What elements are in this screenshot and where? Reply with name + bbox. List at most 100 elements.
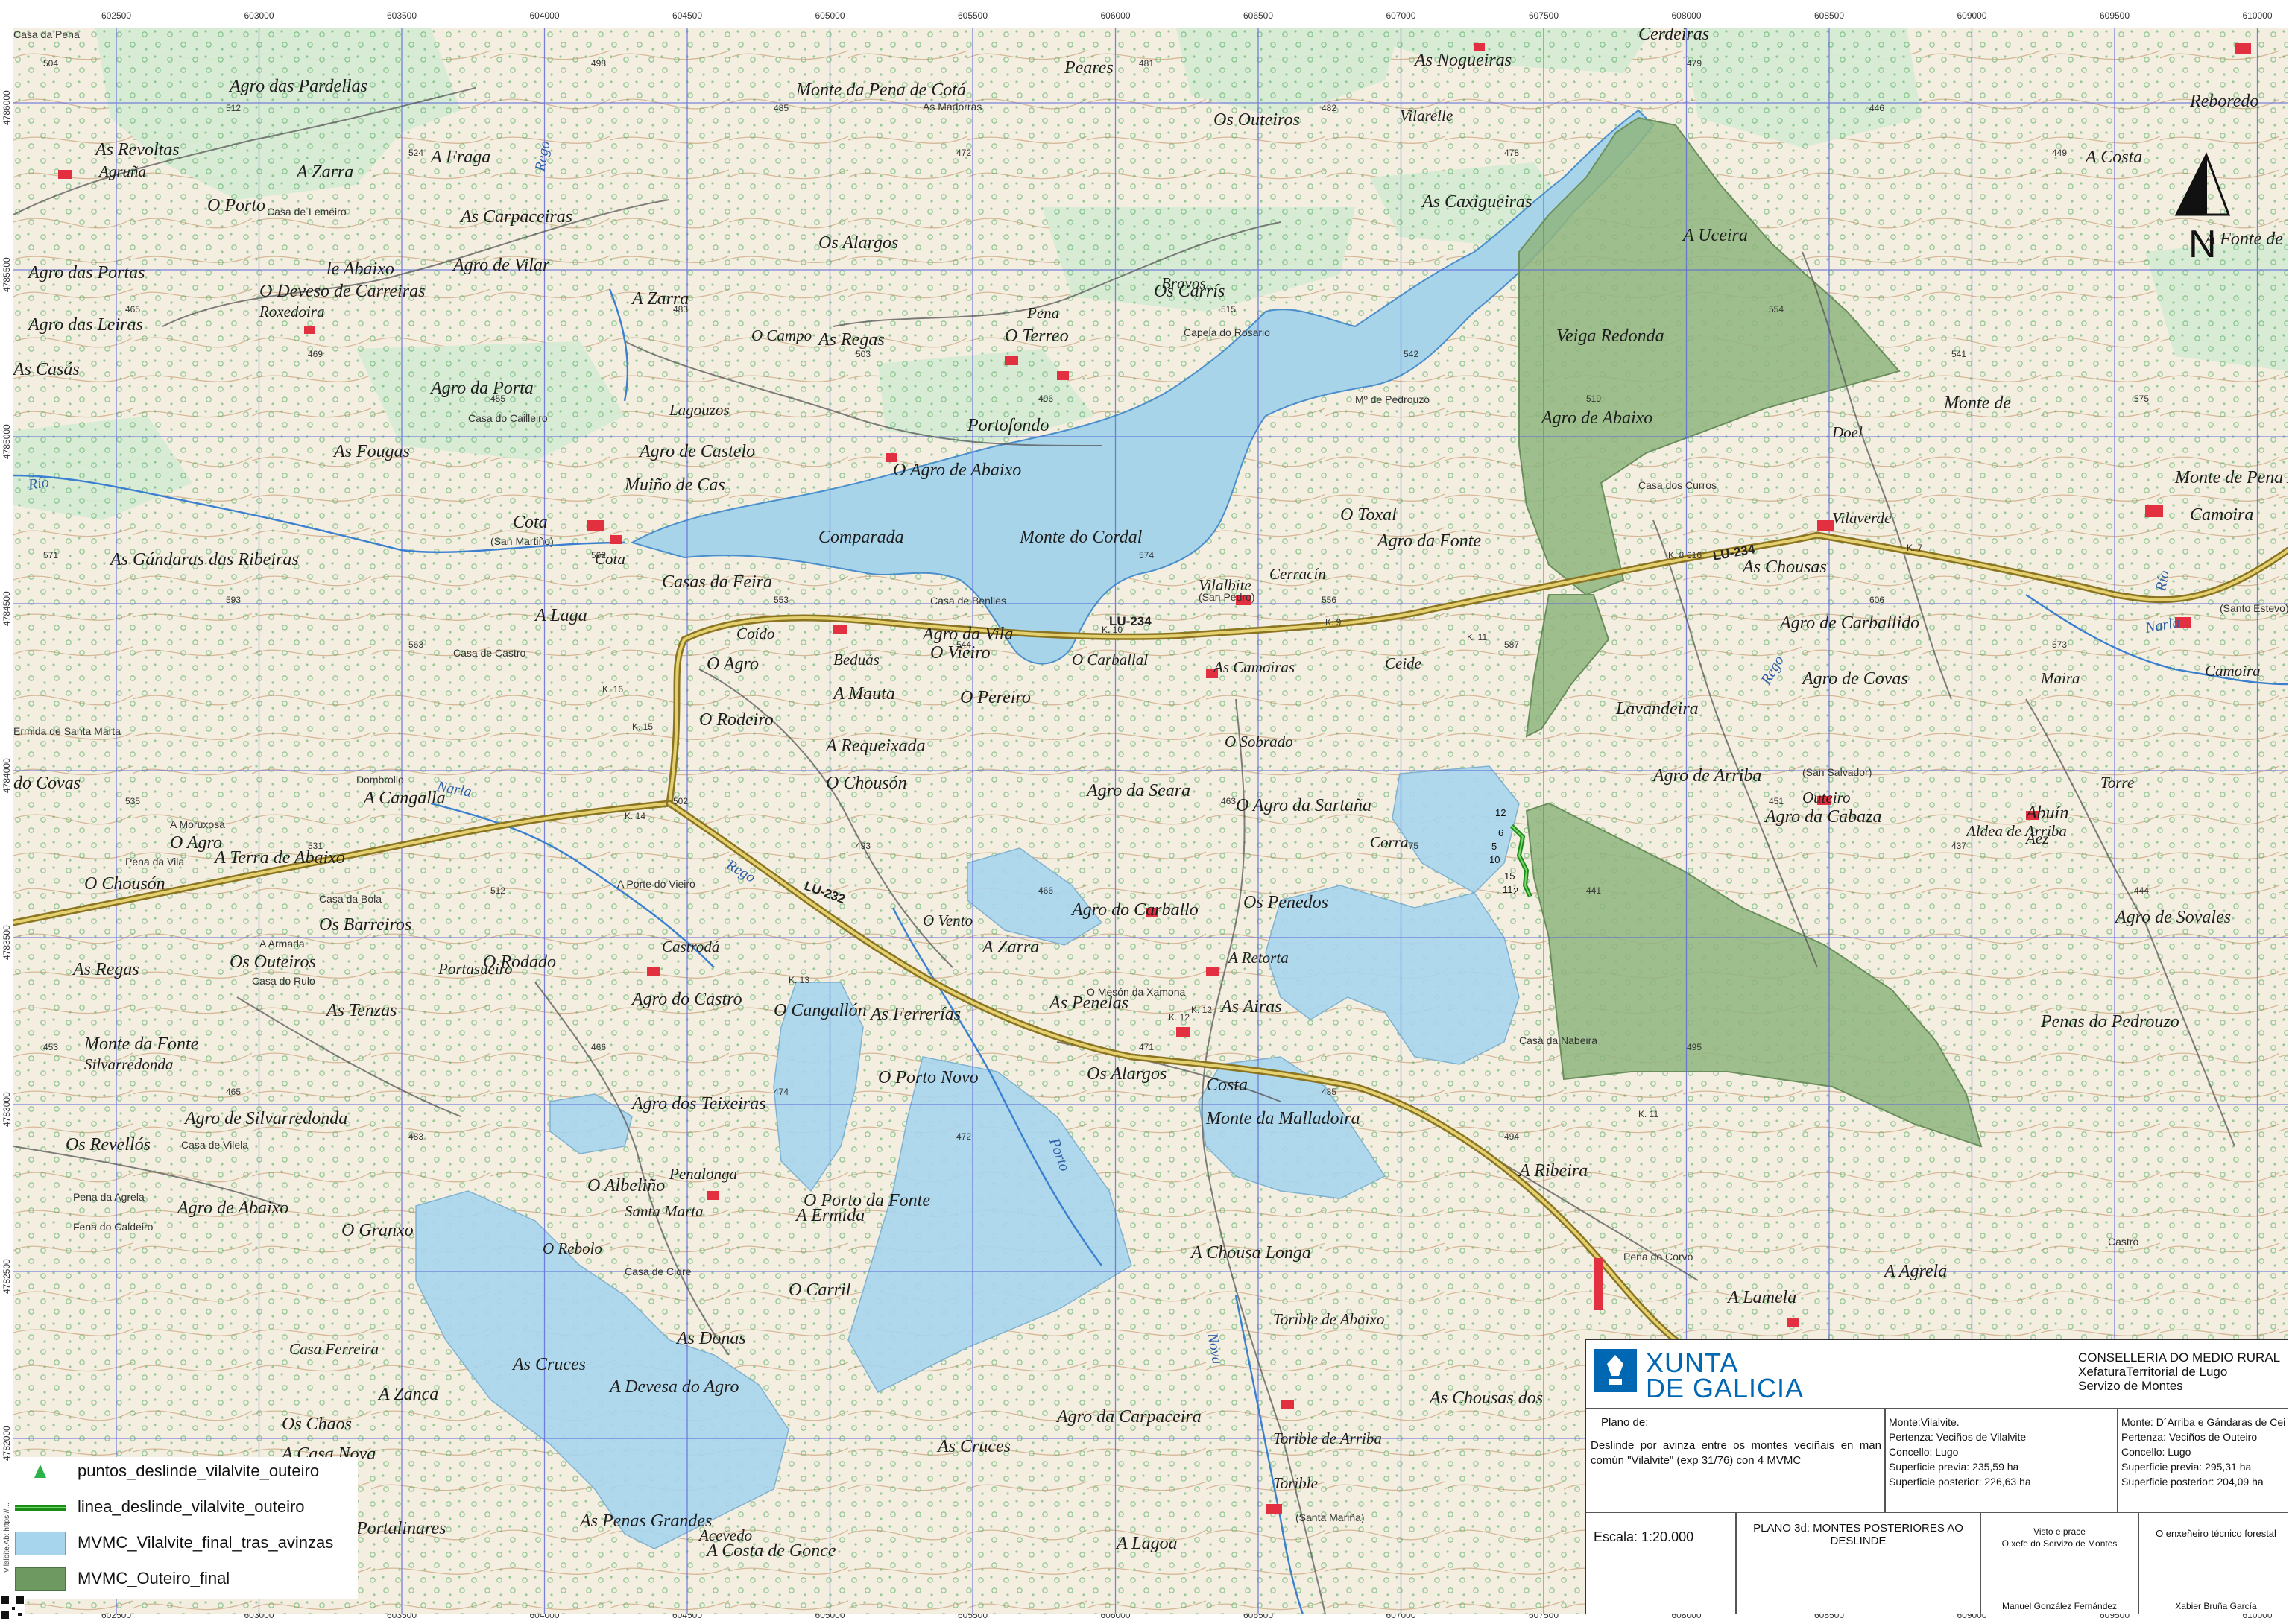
spot-height: 481 bbox=[1139, 58, 1155, 69]
place-name: A Lamela bbox=[1728, 1288, 1797, 1307]
place-name: A Mauta bbox=[833, 684, 895, 704]
spot-height: 587 bbox=[1504, 639, 1520, 650]
place-name: Reboredo bbox=[2190, 92, 2259, 111]
place-name: Outeiro bbox=[1802, 789, 1851, 806]
boundary-point-label: 11 bbox=[1503, 884, 1513, 895]
place-name: Ermida de Santa Marta bbox=[13, 725, 121, 737]
place-name: O Agro bbox=[707, 654, 760, 674]
place-name: O Carril bbox=[789, 1280, 851, 1300]
km-marker: K. 9 bbox=[1325, 617, 1342, 628]
grid-label-easting: 604000 bbox=[529, 10, 560, 21]
place-name: Casa Ferreira bbox=[289, 1340, 379, 1358]
place-name: Agro do Carballo bbox=[1072, 900, 1199, 920]
place-name: Santa Marta bbox=[625, 1202, 704, 1220]
xunta-emblem-icon bbox=[1594, 1349, 1637, 1392]
title-header-row: XUNTA DE GALICIA CONSELLERIA DO MEDIO RU… bbox=[1586, 1340, 2288, 1409]
place-name: Agro das Pardellas bbox=[230, 77, 367, 96]
place-name: Os Revellós bbox=[66, 1135, 151, 1154]
spot-height: 495 bbox=[1687, 1042, 1702, 1052]
place-name: As Penelas bbox=[1049, 993, 1128, 1013]
green-area-icon bbox=[15, 1567, 66, 1591]
place-name: O Vieiro bbox=[930, 643, 991, 663]
engineer-name: Xabier Bruña García bbox=[2175, 1601, 2257, 1611]
place-name: A Devesa do Agro bbox=[610, 1377, 739, 1397]
place-name: Agro de Castelo bbox=[640, 442, 756, 461]
place-name: Os Alargos bbox=[818, 233, 899, 253]
place-name: O Rebolo bbox=[543, 1239, 602, 1257]
place-name: As Ferrerías bbox=[871, 1005, 962, 1024]
spot-height: 575 bbox=[2134, 394, 2150, 404]
place-name: O Rodado bbox=[483, 952, 556, 972]
place-name: Monte de Pena Aguda bbox=[2175, 468, 2288, 487]
rivers bbox=[13, 288, 2288, 1614]
plano-description: Deslinde por avinza entre os montes veci… bbox=[1591, 1439, 1881, 1467]
monte-area-post: Superficie posterior: 226,63 ha bbox=[1889, 1476, 2031, 1488]
place-name: Ceide bbox=[1385, 654, 1421, 672]
place-name: As Casás bbox=[13, 360, 80, 379]
spot-height: 485 bbox=[1322, 1087, 1337, 1097]
grid-label-easting: 609000 bbox=[1957, 10, 1987, 21]
place-name: Pena da Agrela bbox=[73, 1191, 145, 1203]
spot-height: 502 bbox=[673, 796, 689, 806]
place-name: As Camoiras bbox=[1213, 658, 1295, 676]
place-name: A Agrela bbox=[1884, 1262, 1948, 1281]
spot-height: 544 bbox=[956, 639, 972, 650]
blue-area-icon bbox=[15, 1532, 66, 1555]
place-name: Agro da Vila bbox=[923, 625, 1014, 644]
place-name: O Toxal bbox=[1340, 505, 1397, 525]
place-name: Doel bbox=[1832, 423, 1863, 441]
place-name: Portofondo bbox=[967, 416, 1049, 435]
spot-height: 471 bbox=[1139, 1042, 1155, 1052]
spot-height: 616 bbox=[1687, 550, 1702, 560]
place-name: Agro da Seara bbox=[1087, 781, 1191, 800]
grid-label-northing: 4784000 bbox=[1, 758, 12, 793]
place-name: A Zarra bbox=[632, 289, 689, 309]
spot-height: 512 bbox=[490, 885, 506, 896]
place-name: Casa da Bola bbox=[319, 893, 382, 905]
spot-height: 466 bbox=[1038, 885, 1054, 896]
grid-label-northing: 4782500 bbox=[1, 1259, 12, 1294]
spot-height: 483 bbox=[408, 1131, 424, 1142]
spot-height: 524 bbox=[408, 148, 424, 158]
spot-height: 504 bbox=[43, 58, 59, 69]
place-name: Cota bbox=[513, 513, 548, 532]
place-name: Bravos bbox=[1161, 274, 1206, 292]
main-roads bbox=[13, 531, 2288, 1344]
place-name: Agro da Porta bbox=[431, 379, 534, 398]
place-name: A Zarra bbox=[297, 162, 354, 182]
place-name: Abuín bbox=[2026, 803, 2069, 823]
department-service: Servizo de Montes bbox=[2078, 1379, 2183, 1393]
side-credit: Vilalbite.Ab: https://... bbox=[3, 1503, 11, 1573]
grid-label-easting: 602500 bbox=[101, 10, 132, 21]
place-name: Agro de Vilar bbox=[453, 256, 550, 275]
spot-height: 498 bbox=[591, 58, 607, 69]
km-marker: K. 11 bbox=[1638, 1109, 1659, 1119]
place-name: As Madorras bbox=[923, 101, 982, 113]
km-marker: K. 16 bbox=[602, 684, 624, 695]
place-name: As Gándaras das Ribeiras bbox=[110, 550, 299, 569]
settlements bbox=[58, 43, 2251, 1514]
place-name: Acevedo bbox=[699, 1526, 753, 1544]
place-name: Portalinares bbox=[356, 1519, 446, 1538]
place-name: As Regas bbox=[73, 960, 139, 979]
place-name: O Porto da Fonte bbox=[804, 1191, 930, 1210]
place-name: A Fraga bbox=[431, 148, 491, 167]
spot-height: 465 bbox=[125, 304, 141, 315]
place-name: Torible de Abaixo bbox=[1273, 1310, 1385, 1328]
map-legend: puntos_deslinde_vilalvite_outeiro linea_… bbox=[13, 1457, 358, 1599]
place-name: O Mesón da Xamona bbox=[1087, 986, 1186, 998]
place-name: Costa bbox=[1206, 1075, 1248, 1095]
spot-height: 512 bbox=[226, 103, 242, 113]
place-name: O Cangallón bbox=[774, 1001, 867, 1020]
place-name: As Regas bbox=[818, 330, 885, 350]
place-name: O Agro de Abaixo bbox=[893, 461, 1022, 480]
place-name: Agro de Silvarredonda bbox=[185, 1109, 348, 1128]
grid-label-easting: 606000 bbox=[1100, 10, 1131, 21]
plan-number: PLANO 3d: MONTES POSTERIORES AO DESLINDE bbox=[1753, 1522, 1963, 1547]
place-name: Monte da Pena de Cotá bbox=[796, 80, 966, 100]
place-name: Casa de Castro bbox=[453, 647, 526, 659]
river-label: Río bbox=[2153, 569, 2173, 593]
place-name: O Terreo bbox=[1005, 326, 1069, 346]
place-name: Agro de Arriba bbox=[1653, 766, 1762, 786]
